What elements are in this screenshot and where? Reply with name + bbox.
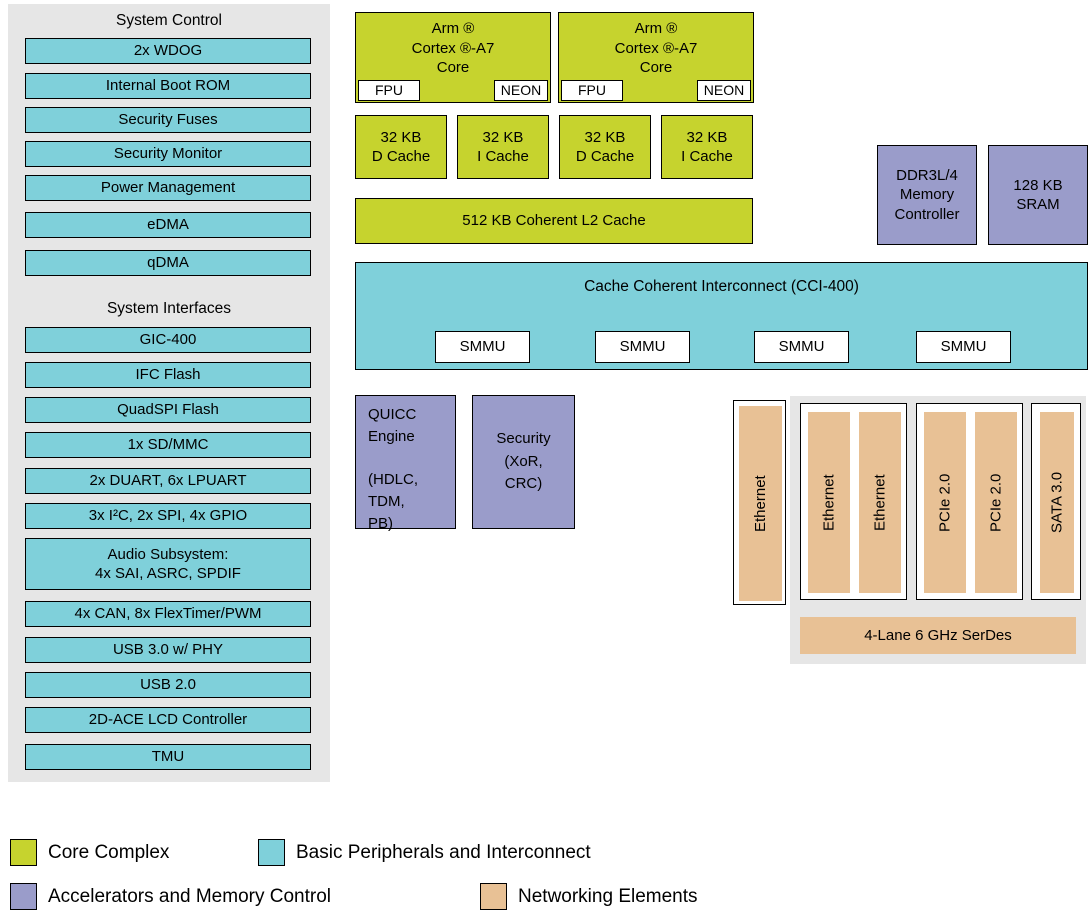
cci-interconnect: Cache Coherent Interconnect (CCI-400) SM… xyxy=(355,262,1088,370)
serdes-panel: Ethernet Ethernet PCIe 2.0 PCIe 2.0 SATA… xyxy=(790,396,1086,664)
core-a7-1-label: Arm ® Cortex ®-A7 Core xyxy=(411,20,495,77)
system-panel: System Control 2x WDOG Internal Boot ROM… xyxy=(8,4,330,782)
core-a7-1: Arm ® Cortex ®-A7 Core FPU NEON xyxy=(355,12,551,103)
cache-i1: 32 KB I Cache xyxy=(457,115,549,179)
block-power-management: Power Management xyxy=(25,175,311,201)
legend-swatch-networking xyxy=(480,883,507,910)
l2-cache: 512 KB Coherent L2 Cache xyxy=(355,198,753,244)
block-security-monitor: Security Monitor xyxy=(25,141,311,167)
block-i2c-spi-gpio: 3x I²C, 2x SPI, 4x GPIO xyxy=(25,503,311,529)
system-control-title: System Control xyxy=(116,12,222,29)
sram-128kb: 128 KB SRAM xyxy=(988,145,1088,245)
ethernet-group: Ethernet Ethernet xyxy=(800,403,907,600)
legend-label-core-complex: Core Complex xyxy=(48,842,170,863)
cache-d2: 32 KB D Cache xyxy=(559,115,651,179)
block-security-fuses: Security Fuses xyxy=(25,107,311,133)
block-edma: eDMA xyxy=(25,212,311,238)
system-interfaces-title: System Interfaces xyxy=(106,300,232,317)
neon-box-1: NEON xyxy=(494,80,548,101)
legend-label-networking: Networking Elements xyxy=(518,886,698,907)
core-a7-2-label: Arm ® Cortex ®-A7 Core xyxy=(614,20,698,77)
pcie-group: PCIe 2.0 PCIe 2.0 xyxy=(916,403,1023,600)
legend-label-basic-peripherals: Basic Peripherals and Interconnect xyxy=(296,842,591,863)
block-tmu: TMU xyxy=(25,744,311,770)
legend-swatch-accelerators xyxy=(10,883,37,910)
legend-swatch-basic-peripherals xyxy=(258,839,285,866)
block-gic-400: GIC-400 xyxy=(25,327,311,353)
serdes-label-box: 4-Lane 6 GHz SerDes xyxy=(800,617,1076,654)
cci-title: Cache Coherent Interconnect (CCI-400) xyxy=(584,278,859,295)
block-2x-wdog: 2x WDOG xyxy=(25,38,311,64)
block-sd-mmc: 1x SD/MMC xyxy=(25,432,311,458)
ethernet-lane-1: Ethernet xyxy=(808,412,850,593)
block-quadspi-flash: QuadSPI Flash xyxy=(25,397,311,423)
block-duart-lpuart: 2x DUART, 6x LPUART xyxy=(25,468,311,494)
block-usb3: USB 3.0 w/ PHY xyxy=(25,637,311,663)
block-ifc-flash: IFC Flash xyxy=(25,362,311,388)
ethernet-lane-2: Ethernet xyxy=(859,412,901,593)
smmu-1: SMMU xyxy=(435,331,530,363)
block-audio-subsystem: Audio Subsystem: 4x SAI, ASRC, SPDIF xyxy=(25,538,311,590)
ddr-memory-controller: DDR3L/4 Memory Controller xyxy=(877,145,977,245)
neon-box-2: NEON xyxy=(697,80,751,101)
smmu-2: SMMU xyxy=(595,331,690,363)
pcie-lane-2: PCIe 2.0 xyxy=(975,412,1017,593)
core-a7-2: Arm ® Cortex ®-A7 Core FPU NEON xyxy=(558,12,754,103)
legend-label-accelerators: Accelerators and Memory Control xyxy=(48,886,331,907)
cache-d1: 32 KB D Cache xyxy=(355,115,447,179)
quicc-engine: QUICC Engine (HDLC, TDM, PB) xyxy=(355,395,456,532)
sata-lane: SATA 3.0 xyxy=(1040,412,1074,593)
legend-swatch-core-complex xyxy=(10,839,37,866)
security-block: Security (XoR, CRC) xyxy=(472,395,575,529)
block-can-flextimer: 4x CAN, 8x FlexTimer/PWM xyxy=(25,601,311,627)
block-lcd-controller: 2D-ACE LCD Controller xyxy=(25,707,311,733)
ethernet-standalone: Ethernet xyxy=(739,406,782,601)
fpu-box-1: FPU xyxy=(358,80,420,101)
fpu-box-2: FPU xyxy=(561,80,623,101)
block-usb2: USB 2.0 xyxy=(25,672,311,698)
block-internal-boot-rom: Internal Boot ROM xyxy=(25,73,311,99)
smmu-3: SMMU xyxy=(754,331,849,363)
cache-i2: 32 KB I Cache xyxy=(661,115,753,179)
smmu-4: SMMU xyxy=(916,331,1011,363)
sata-group: SATA 3.0 xyxy=(1031,403,1081,600)
ethernet-standalone-container: Ethernet xyxy=(733,400,786,605)
pcie-lane-1: PCIe 2.0 xyxy=(924,412,966,593)
block-qdma: qDMA xyxy=(25,250,311,276)
